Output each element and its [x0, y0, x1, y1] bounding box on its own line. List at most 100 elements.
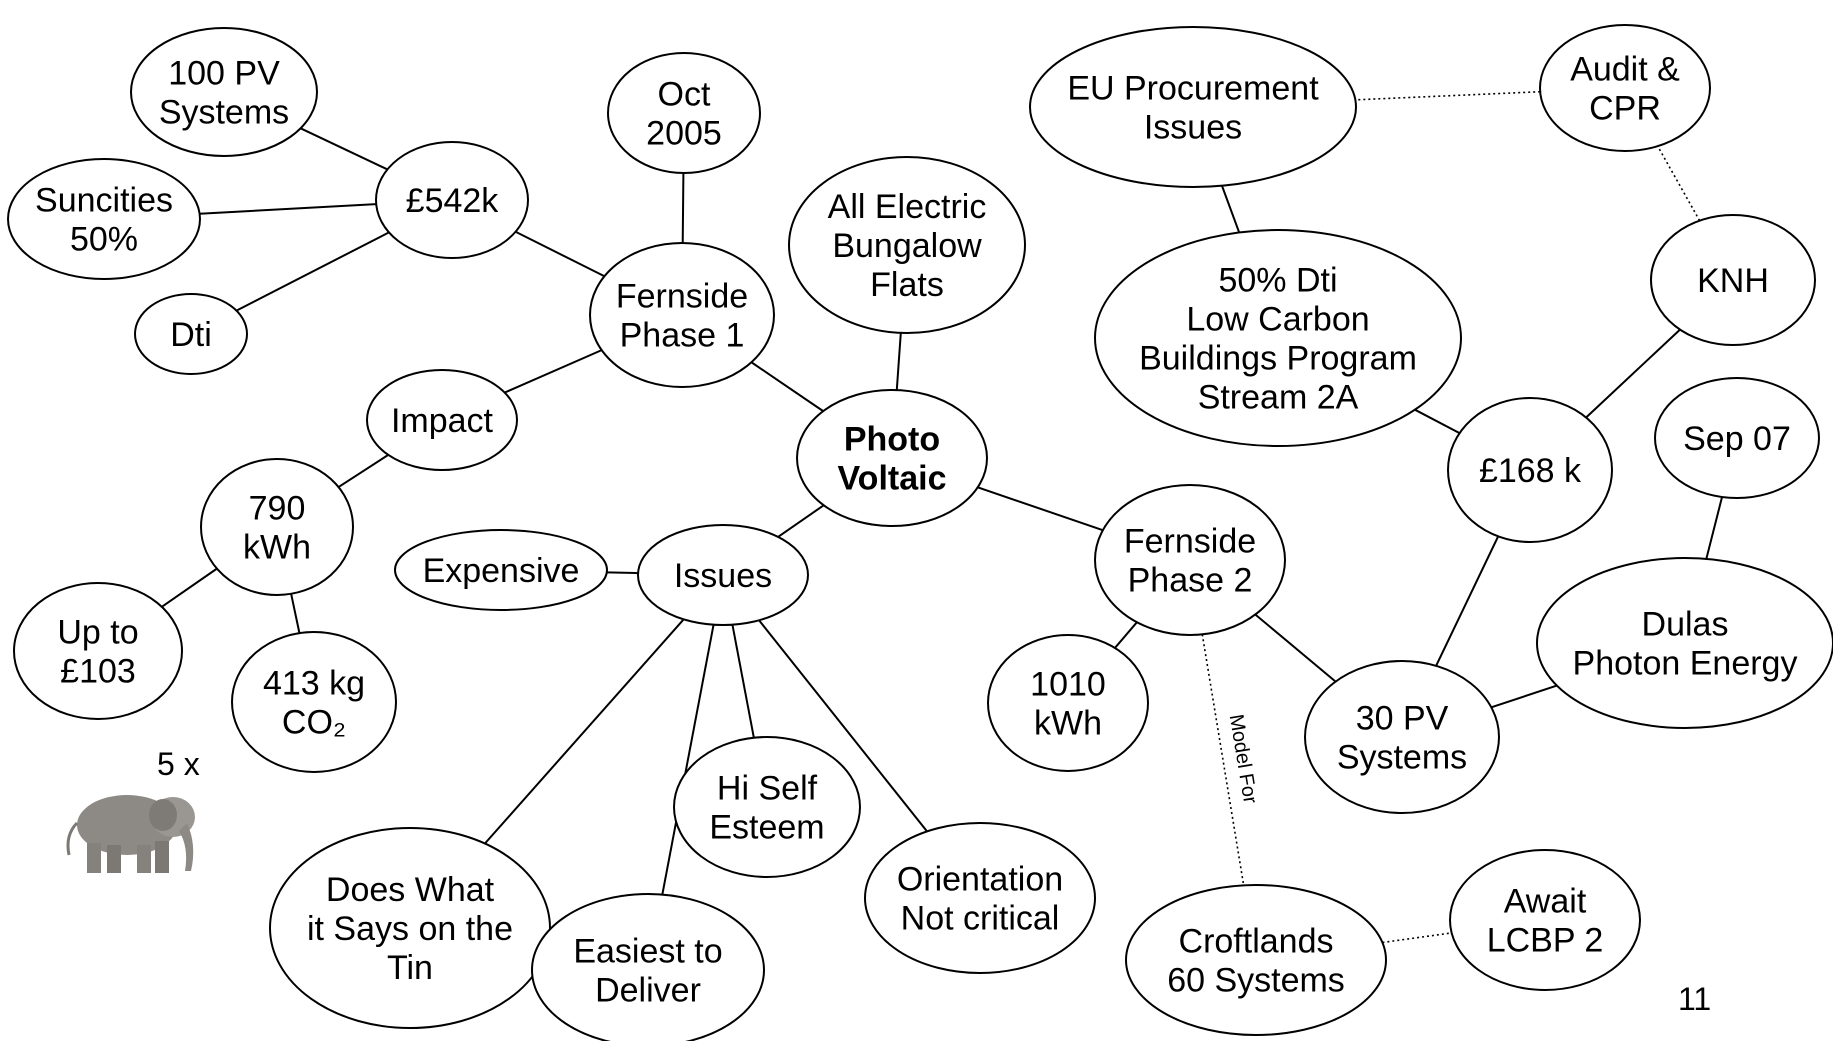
node-fernside-phase-1-label: Phase 1 [620, 317, 745, 355]
edge-eu-procurement-to-50-dti-lcbp [1221, 185, 1241, 233]
edge-30-pv-systems-to-168k [1435, 535, 1500, 667]
edge-168k-to-50-dti-lcbp [1414, 408, 1461, 434]
node-issues-label: Issues [674, 557, 772, 595]
edge-30-pv-systems-to-dulas [1490, 684, 1558, 709]
node-croftlands-shape [1125, 884, 1387, 1036]
node-168k-label: £168 k [1479, 452, 1582, 490]
node-790-kwh-shape [200, 458, 354, 596]
node-expensive-label: Expensive [423, 552, 580, 590]
edge-photo-voltaic-to-fernside-phase-2 [977, 486, 1104, 532]
node-does-what-label: it Says on the [307, 910, 513, 948]
node-dulas-label: Dulas [1642, 606, 1729, 644]
edge-dulas-to-sep-07 [1705, 496, 1724, 560]
node-50-dti-lcbp-label: 50% Dti [1218, 262, 1337, 300]
edge-issues-to-easiest [661, 624, 715, 895]
node-30-pv-systems-shape [1304, 660, 1500, 814]
node-suncities-50-shape [7, 158, 201, 280]
node-easiest-label: Deliver [595, 972, 701, 1010]
edge-impact-to-790-kwh [337, 454, 389, 488]
node-photo-voltaic-shape [796, 389, 988, 527]
node-542k: £542k [375, 141, 529, 259]
node-sep-07-shape [1654, 377, 1820, 499]
node-fernside-phase-2-shape [1094, 484, 1286, 636]
node-dti-label: Dti [170, 316, 212, 354]
node-413-kg-co2-shape [231, 631, 397, 773]
node-audit-cpr-shape [1539, 24, 1711, 152]
node-croftlands-label: 60 Systems [1167, 962, 1345, 1000]
edges-layer: Model For [161, 90, 1724, 944]
node-does-what-label: Does What [326, 871, 495, 909]
node-audit-cpr-label: CPR [1589, 90, 1661, 128]
node-50-dti-lcbp-label: Stream 2A [1198, 379, 1359, 417]
node-100-pv-systems-label: 100 PV [168, 55, 280, 93]
node-issues-shape [637, 524, 809, 626]
node-easiest-label: Easiest to [573, 933, 722, 971]
node-fernside-phase-2-label: Fernside [1124, 523, 1256, 561]
node-1010-kwh-shape [987, 634, 1149, 772]
node-suncities-50-label: 50% [70, 221, 138, 259]
edge-photo-voltaic-to-all-electric [895, 332, 902, 391]
node-knh: KNH [1650, 214, 1816, 346]
edge-fernside-phase-2-to-30-pv-systems [1254, 613, 1337, 683]
node-790-kwh-label: 790 [249, 490, 306, 528]
node-100-pv-systems-label: Systems [159, 94, 289, 132]
node-orientation-shape [864, 822, 1096, 974]
edge-fernside-phase-1-to-oct-2005 [681, 172, 685, 244]
edge-fernside-phase-2-to-1010-kwh [1114, 621, 1138, 649]
node-orientation-label: Orientation [897, 861, 1063, 899]
node-orientation-label: Not critical [901, 900, 1060, 938]
edge-issues-to-does-what [484, 618, 685, 845]
node-expensive: Expensive [394, 529, 608, 611]
node-photo-voltaic-label: Voltaic [838, 460, 947, 498]
page-number: 11 [1678, 981, 1711, 1017]
node-up-to-103-label: Up to [57, 614, 138, 652]
node-all-electric-shape [788, 156, 1026, 334]
node-all-electric-label: Bungalow [832, 227, 982, 265]
node-1010-kwh-label: 1010 [1030, 666, 1106, 704]
edge-790-kwh-to-413-kg-co2 [290, 593, 301, 634]
multiplier-label: 5 x [157, 746, 200, 782]
edge-audit-cpr-to-eu-procurement [1355, 90, 1541, 101]
node-100-pv-systems-shape [130, 27, 318, 157]
node-audit-cpr-label: Audit & [1570, 51, 1680, 89]
edge-photo-voltaic-to-issues [777, 504, 825, 538]
edge-fernside-phase-2-to-croftlands [1201, 634, 1245, 886]
node-dulas-shape [1536, 557, 1833, 729]
elephant-icon [66, 795, 195, 873]
node-knh-shape [1650, 214, 1816, 346]
node-up-to-103: Up to£103 [13, 582, 183, 720]
node-up-to-103-shape [13, 582, 183, 720]
edge-label: Model For [1225, 713, 1261, 806]
edge-issues-to-expensive [606, 571, 639, 575]
edge-790-kwh-to-up-to-103 [161, 567, 218, 608]
node-hi-self-esteem-shape [673, 736, 861, 878]
node-30-pv-systems-label: 30 PV [1356, 700, 1449, 738]
node-impact: Impact [366, 369, 518, 471]
edge-issues-to-hi-self-esteem [731, 624, 755, 738]
node-1010-kwh-label: kWh [1034, 705, 1102, 743]
node-croftlands-label: Croftlands [1179, 923, 1334, 961]
node-eu-procurement-shape [1029, 26, 1357, 188]
node-790-kwh-label: kWh [243, 529, 311, 567]
edge-fernside-phase-1-to-542k [515, 230, 605, 278]
edge-542k-to-suncities-50 [199, 203, 377, 215]
node-await-lcbp2-label: Await [1504, 883, 1587, 921]
node-sep-07-label: Sep 07 [1683, 420, 1791, 458]
node-audit-cpr: Audit &CPR [1539, 24, 1711, 152]
node-impact-label: Impact [391, 402, 494, 440]
node-eu-procurement-label: EU Procurement [1067, 70, 1319, 108]
